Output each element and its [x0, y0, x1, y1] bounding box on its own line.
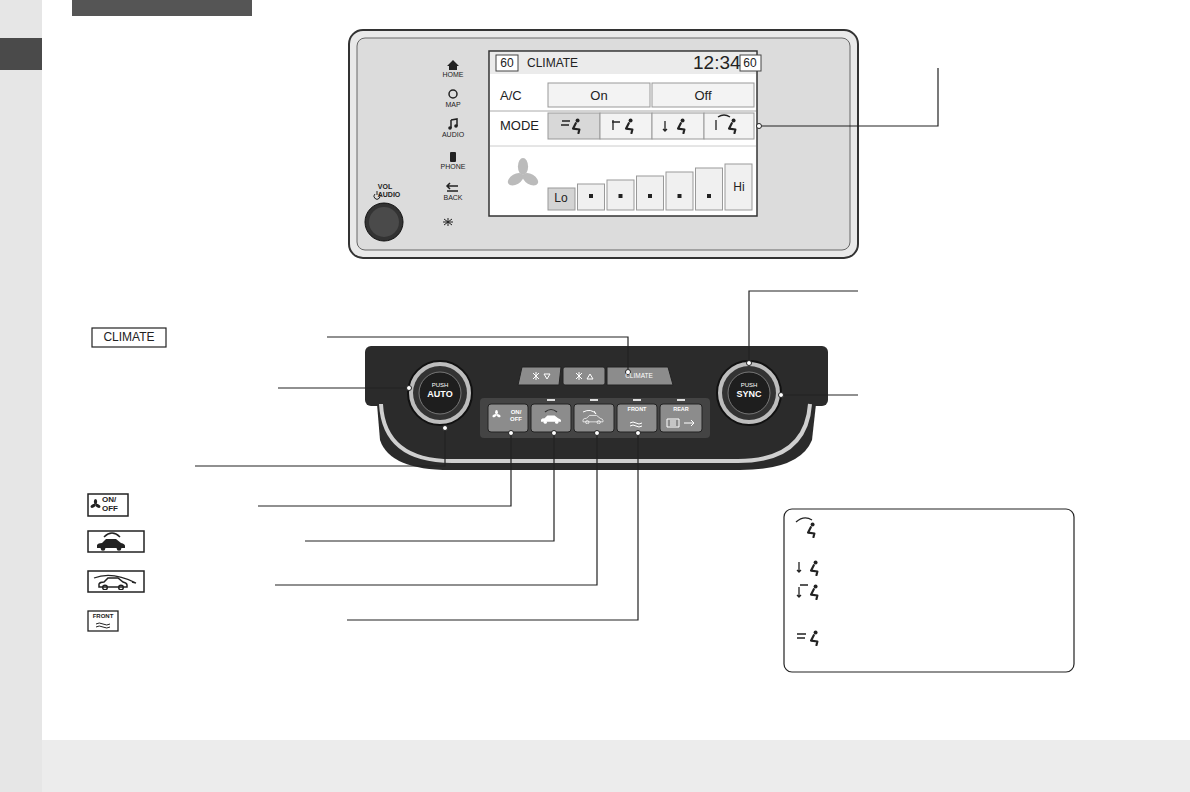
screen-clock: 12:34 [693, 53, 741, 72]
side-button-label: MAP [445, 101, 460, 108]
fan-dot [707, 194, 711, 198]
knob-label: VOL [378, 183, 392, 190]
fan-bar [725, 164, 752, 210]
fan-bar [696, 168, 723, 210]
button-text: REAR [673, 407, 689, 413]
icon-label: ON/ [102, 496, 116, 504]
fan-dot [619, 194, 623, 198]
fan-dot [589, 194, 593, 198]
fan-dot [678, 194, 682, 198]
knob-text: SYNC [736, 390, 761, 399]
knob-text: PUSH [432, 382, 449, 388]
screen-temp: 60 [743, 57, 756, 69]
fan-level: Lo [554, 192, 567, 204]
side-button-label: HOME [443, 71, 464, 78]
knob-text: PUSH [741, 382, 758, 388]
side-button-label: BACK [443, 194, 462, 201]
row-label: A/C [500, 89, 522, 102]
fan-bar [607, 180, 634, 210]
knob-text: AUTO [427, 390, 452, 399]
fan-bar [666, 172, 693, 210]
knob-label: AUDIO [378, 191, 401, 198]
fan-bar [548, 188, 575, 210]
screen-temp: 60 [500, 57, 513, 69]
button-text: CLIMATE [625, 373, 653, 380]
side-button-label: PHONE [441, 163, 466, 170]
icon-label: FRONT [93, 613, 114, 619]
fan-bar [637, 176, 664, 210]
fan-bar [578, 184, 605, 210]
side-button-label: AUDIO [442, 131, 464, 138]
icon-label: OFF [102, 505, 118, 513]
fan-dot [648, 194, 652, 198]
button-text: FRONT [628, 407, 647, 413]
row-label: MODE [500, 119, 539, 132]
fan-level: Hi [733, 181, 744, 193]
screen-title: CLIMATE [527, 57, 578, 69]
button-text: OFF [510, 416, 522, 422]
icon-label: CLIMATE [103, 331, 154, 343]
button-text: ON/ [511, 409, 522, 415]
button-text: Off [694, 89, 711, 102]
button-text: On [590, 89, 607, 102]
